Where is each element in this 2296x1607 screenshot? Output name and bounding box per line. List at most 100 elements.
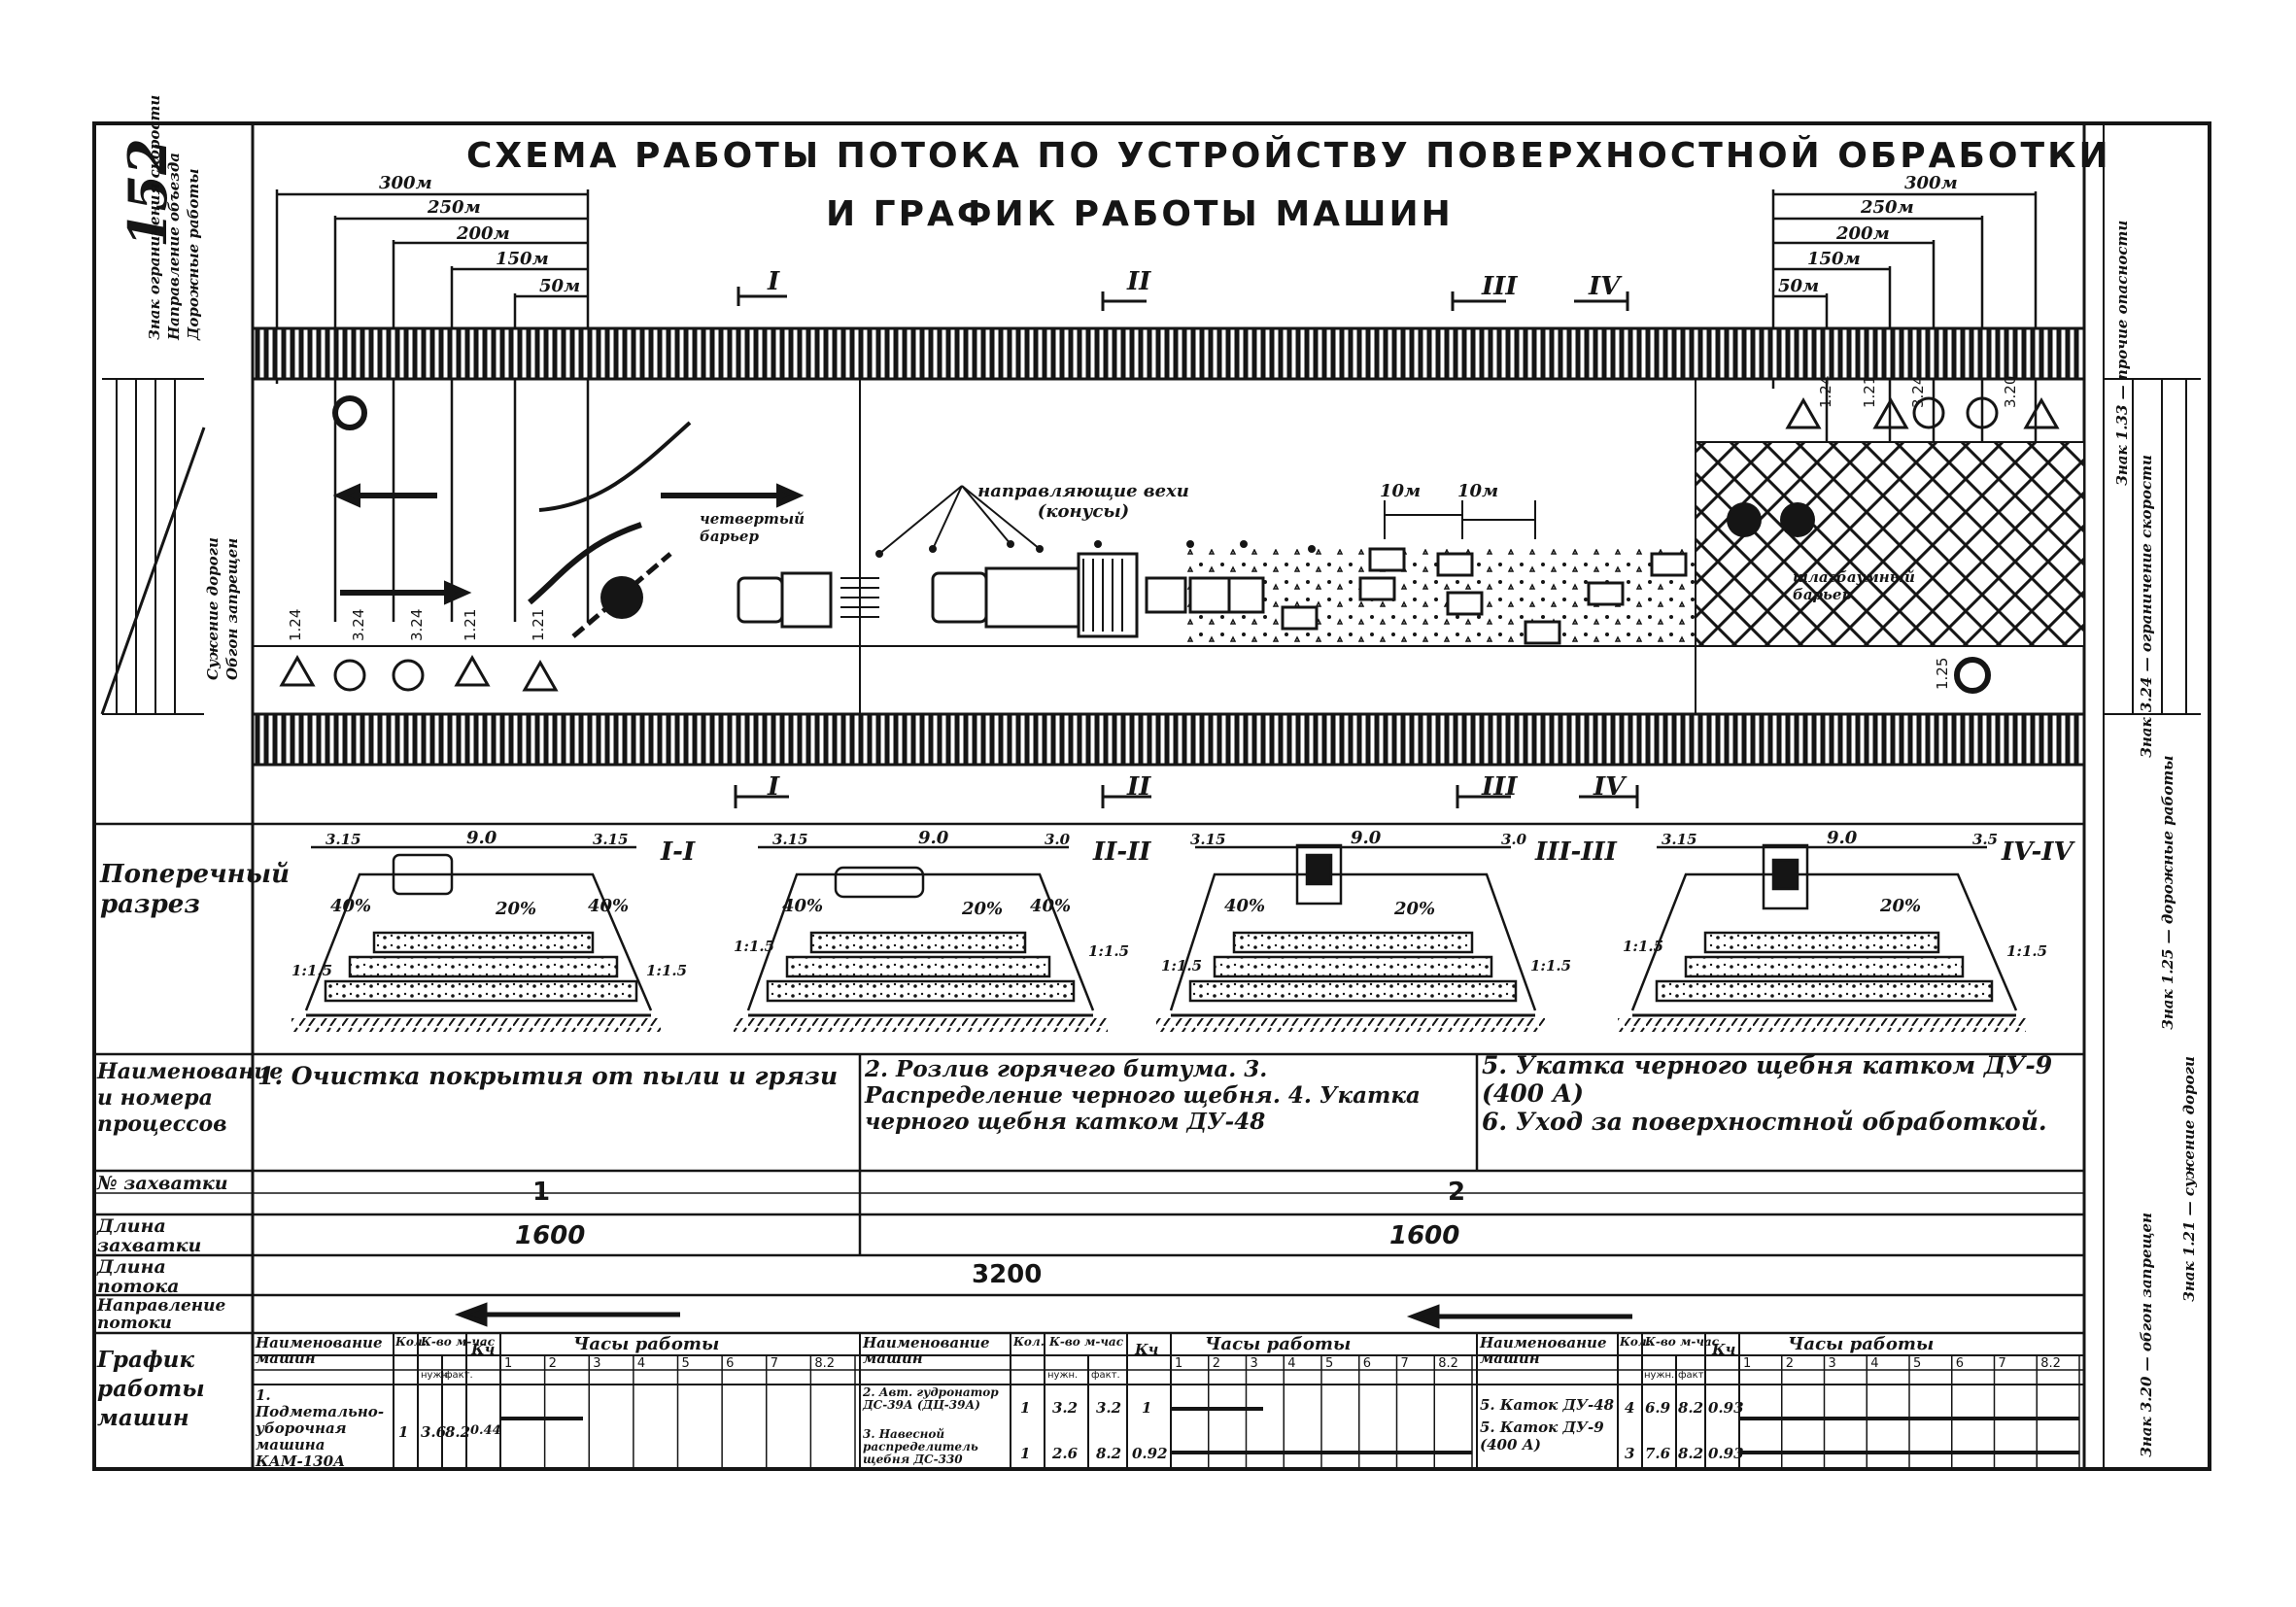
sched-g2-r1-machine: 2. Авт. гудронатор ДС-39А (ДЦ-39А) [863,1385,999,1412]
hour-tick-label: 2 [548,1356,557,1371]
sched-h-count-3: Кол. [1620,1335,1651,1349]
cross-section-3 [1156,843,1545,1032]
left-strip [100,378,206,715]
sched-h-coef-3: Кч [1712,1341,1736,1358]
hour-tick-label: 8.2 [2040,1356,2061,1371]
cs4-side-b: 1:1.5 [2006,942,2048,960]
dist-left-200: 200м [457,223,510,244]
outer-frame [92,121,2211,1471]
machines-plan-hatch [840,559,1123,632]
hour-tick-label: 3 [1250,1356,1258,1371]
cs-name-4: IV-IV [2002,838,2073,867]
detour-curve-lower [528,522,642,605]
sched-g3-r2-machine: 5. Каток ДУ-9 (400 А) [1480,1419,1604,1453]
sched-h-work-1: Часы работы [573,1334,720,1354]
label-direction: Направление потоки [97,1296,226,1333]
sched-g2-r1-count: 1 [1020,1399,1031,1417]
label-processes: Наименование и номера процессов [97,1059,284,1137]
hour-tick-label: 8.2 [1438,1356,1458,1371]
grip-length-1: 1600 [515,1221,586,1250]
sign-code-right-4: 3.20 [2002,375,2019,408]
barrier-left-note: четвертый барьер [700,510,805,545]
hour-tick-label: 5 [1325,1356,1334,1371]
dist-left-50: 50м [539,276,581,296]
side-note-right-5: Знак 3.20 — обгон запрещен [2138,1213,2155,1457]
section-marks-top [737,287,1629,311]
cs3-side-a: 1:1.5 [1161,957,1203,974]
sched-h-machine-1: Наименование машин [256,1334,383,1367]
side-note-left-5: Обгон запрещен [223,537,241,680]
cs4-side-a: 1:1.5 [1623,938,1664,955]
cs1-slope-a: 40% [330,896,372,916]
hour-tick-label: 3 [1828,1356,1836,1371]
hour-tick-label: 1 [504,1356,513,1371]
label-cross-section: Поперечный разрез [100,860,290,919]
hour-tick-label: 7 [770,1356,779,1371]
sched-g1-r1-count: 1 [398,1423,409,1441]
sched-unit-b-2: факт. [1091,1370,1120,1381]
sched-h-count-2: Кол. [1013,1335,1045,1349]
shoulder-top [251,326,2086,381]
traffic-signs-left [279,395,559,692]
sched-h-machine-2: Наименование машин [863,1334,990,1367]
hour-tick-label: 8.2 [814,1356,836,1371]
sched-g2-r2-need: 2.6 [1052,1445,1079,1462]
cs2-slope-b: 20% [962,899,1004,919]
sched-g2-r1-fact: 3.2 [1096,1399,1122,1417]
hour-tick-label: 6 [1955,1356,1965,1371]
cs3-width-b: 9.0 [1351,828,1382,848]
grip-length-2: 1600 [1389,1221,1460,1250]
flow-length: 3200 [972,1260,1043,1289]
sched-h-hours-3: К-во м-час [1645,1335,1720,1349]
sched-g3-r2-need: 7.6 [1645,1445,1671,1462]
dist-left-250: 250м [428,197,481,218]
sign-code-left-5: 1.21 [530,608,547,641]
sched-g3-r2-fact: 8.2 [1678,1445,1704,1462]
sign-code-left-2: 3.24 [350,608,367,641]
cs1-width-b: 9.0 [466,828,497,848]
side-note-left-1: Знак ограничения скорости [146,94,163,340]
hour-tick-label: 3 [593,1356,601,1371]
cross-section-4 [1618,843,2026,1032]
sign-code-right-2: 1.21 [1861,375,1878,408]
sched-unit-a-3: нужн. [1644,1370,1675,1381]
grip-1: 1 [532,1178,551,1207]
hour-tick-label: 7 [1400,1356,1409,1371]
cs3-slope-b: 20% [1394,899,1436,919]
section-marks-bottom [734,785,1639,808]
cs2-width-b: 9.0 [918,828,949,848]
dist-right-150: 150м [1807,249,1861,269]
cs-name-1: I-I [661,838,696,867]
hour-tick-label: 1 [1743,1356,1752,1371]
spacing-label-2: 10м [1457,481,1499,501]
side-note-right-4: Знак 1.21 — сужение дороги [2180,1056,2198,1302]
sched-g3-r2-k: 0.93 [1708,1445,1744,1462]
sched-g3-r2-count: 3 [1625,1445,1635,1462]
sched-g2-r2-count: 1 [1020,1445,1031,1462]
cs1-slope-c: 40% [588,896,630,916]
side-note-right-1: Знак 1.33 — прочие опасности [2113,220,2131,486]
cs2-width-a: 3.15 [772,831,808,848]
hour-tick-label: 5 [1913,1356,1922,1371]
cs3-side-b: 1:1.5 [1530,957,1572,974]
hour-tick-label: 4 [636,1356,646,1371]
section-mark-top-2: II [1127,267,1151,296]
sign-code-left-4: 1.21 [462,608,479,641]
side-note-right-3: Знак 1.25 — дорожные работы [2159,755,2176,1030]
side-note-left-4: Сужение дороги [204,537,222,680]
sched-unit-a-1: нужн. [421,1370,452,1381]
sched-g3-r1-count: 4 [1625,1399,1635,1417]
sched-g1-r1-fact: 8.2 [445,1423,471,1441]
cs1-width-a: 3.15 [326,831,361,848]
traffic-signs-right [1785,396,2060,694]
spacing-label-1: 10м [1380,481,1422,501]
guide-poles-note: направляющие вехи (конусы) [977,481,1189,522]
section-mark-bottom-1: I [768,772,780,802]
side-note-right-2: Знак 3.24 — ограничение скорости [2138,455,2155,758]
sign-code-right-1: 1.24 [1817,375,1834,408]
section-mark-top-3: III [1482,272,1518,301]
sched-g1-r1-machine: 1. Подметально-уборочная машина КАМ-130А [256,1386,385,1470]
cs3-width-a: 3.15 [1190,831,1226,848]
process-6: 6. Уход за поверхностной обработкой. [1482,1108,2047,1136]
hour-tick-label: 6 [1362,1356,1372,1371]
